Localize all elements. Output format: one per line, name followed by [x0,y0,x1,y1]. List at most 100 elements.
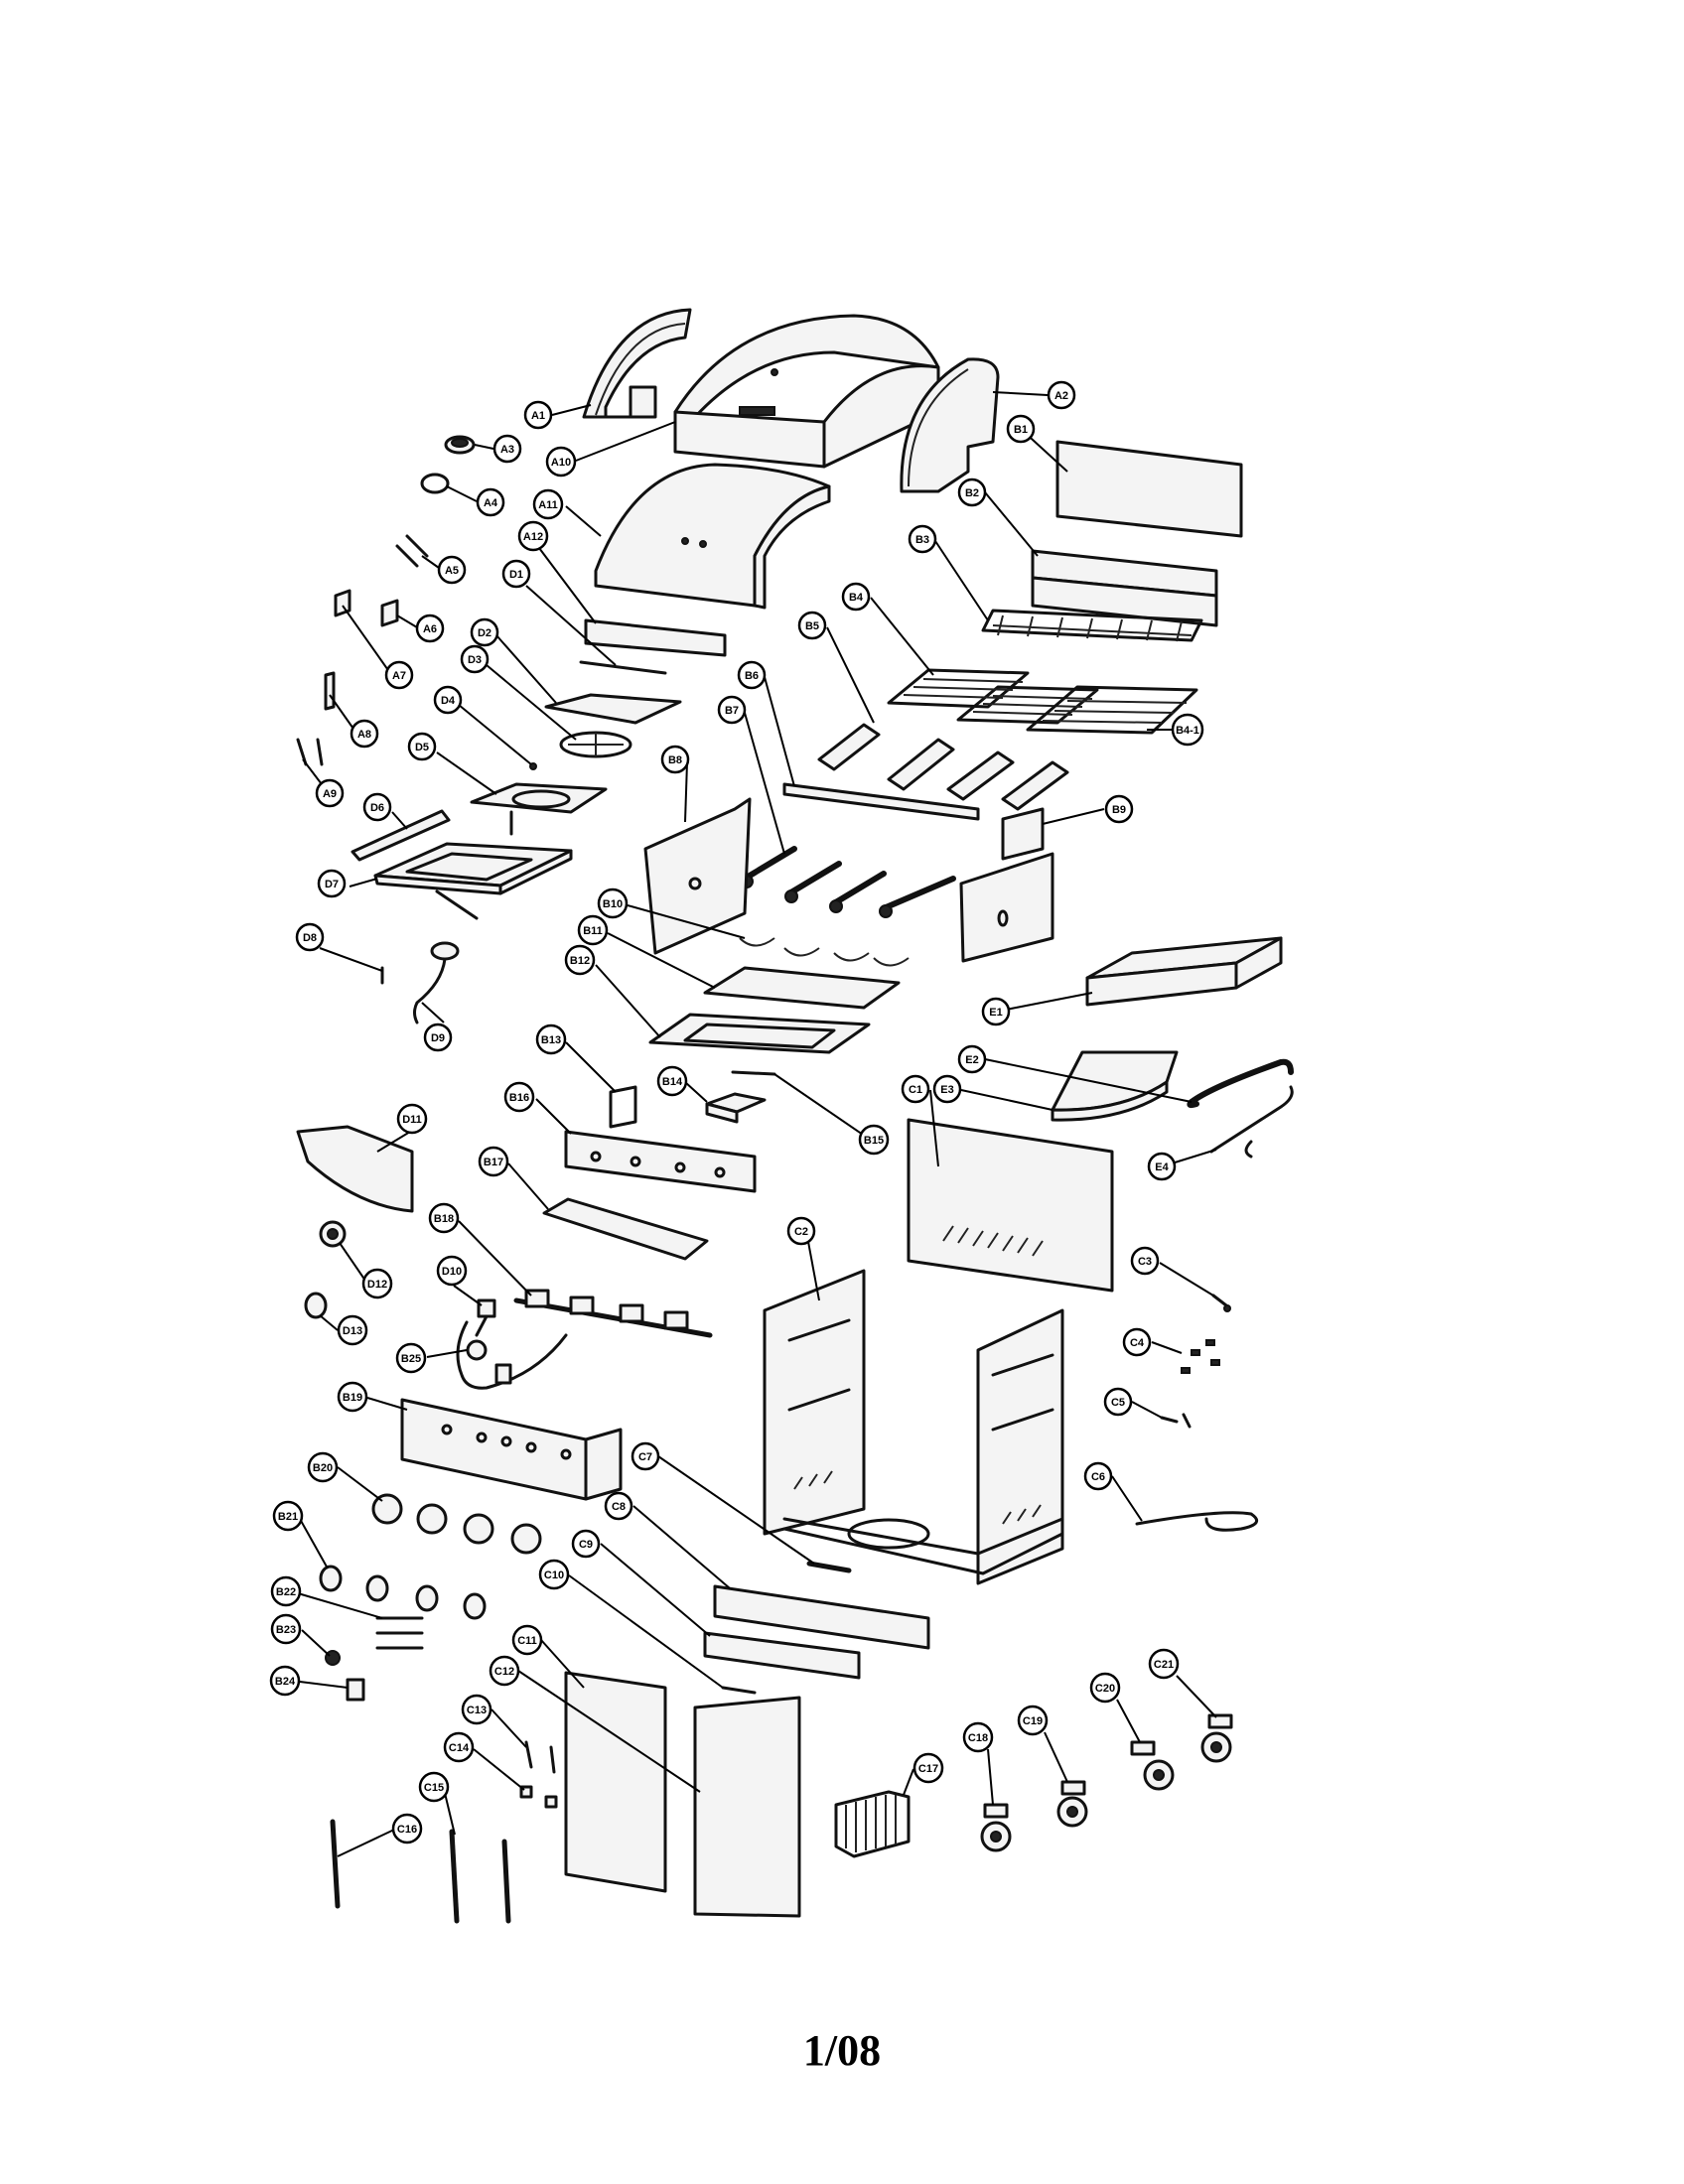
callout-label: D12 [367,1279,387,1291]
callout-c8: C8 [604,1491,633,1521]
part-b1-warming-rack [1055,440,1243,538]
callout-d12: D12 [361,1268,393,1299]
part-c5-hardware [1160,1413,1192,1429]
callout-d1: D1 [501,559,531,589]
part-a2-right-end-cap [900,357,1000,493]
part-b14-grease-cup [705,1092,767,1124]
callout-d10: D10 [436,1255,468,1287]
part-c1-back-panel [907,1118,1114,1293]
part-d6-tube [351,809,451,862]
part-d9-valve [413,941,460,1024]
callout-c3: C3 [1130,1246,1160,1276]
callout-a11: A11 [532,488,564,520]
callout-b17: B17 [478,1146,509,1177]
callout-label: C14 [449,1742,470,1754]
callout-label: C9 [579,1539,593,1551]
part-c2-cart-frame [763,1269,1064,1585]
callout-label: B1 [1014,424,1028,436]
callout-label: A8 [357,729,371,741]
callout-label: C21 [1154,1659,1174,1671]
callout-b24: B24 [269,1665,301,1697]
callout-label: B16 [509,1092,529,1104]
callout-label: C6 [1091,1471,1105,1483]
part-c8-front-rail [713,1584,930,1650]
callout-label: C13 [467,1705,487,1716]
part-a9-bolts [296,738,324,766]
leader-lines [297,391,1217,1857]
callout-label: D8 [303,932,317,944]
part-c16-magnet-strip [330,1819,341,1909]
callout-d13: D13 [337,1314,368,1346]
callout-label: A10 [551,457,571,469]
callout-label: A1 [531,410,545,422]
part-b7-burners [740,846,956,918]
callout-label: C17 [918,1763,938,1775]
callout-label: C20 [1095,1683,1115,1695]
callout-e3: E3 [932,1074,962,1104]
callout-d2: D2 [470,617,499,647]
callout-label: B9 [1112,804,1126,816]
callout-a5: A5 [437,555,467,585]
callout-c21: C21 [1148,1648,1180,1680]
callout-label: B21 [278,1511,298,1523]
part-b17-heat-shield [542,1197,709,1261]
part-b18-manifold [513,1289,713,1338]
callout-label: D10 [442,1266,462,1278]
part-b24-igniter [346,1678,365,1702]
part-c3-screw [1211,1294,1231,1312]
callout-label: D9 [431,1032,445,1044]
part-e3-side-shelf [1051,1050,1179,1122]
part-d3-grate [559,731,632,758]
callout-label: D2 [478,627,491,639]
part-b19-control-panel [400,1398,623,1501]
callout-label: B5 [805,620,819,632]
callout-label: A2 [1054,390,1068,402]
callout-a8: A8 [350,719,379,749]
callout-b11: B11 [577,914,609,946]
part-c18-caster [980,1803,1012,1852]
part-d1-rod [579,660,667,675]
callout-label: C7 [638,1451,652,1463]
callout-d5: D5 [407,732,437,761]
callout-label: B18 [434,1213,454,1225]
callout-label: D4 [441,695,456,707]
callout-e2: E2 [957,1044,987,1074]
part-b5-flavor-bars [817,723,1069,811]
callout-label: B17 [484,1157,503,1168]
callout-c1: C1 [901,1074,930,1104]
callout-a9: A9 [315,778,345,808]
callout-label: B6 [745,670,759,682]
callout-c9: C9 [571,1529,601,1559]
callout-label: C11 [517,1635,537,1647]
callout-c5: C5 [1103,1387,1133,1417]
callout-b15: B15 [858,1124,890,1156]
part-b6-carryover-rail [782,782,980,821]
callout-d8: D8 [295,922,325,952]
part-c21-caster [1200,1713,1233,1763]
callout-label: E2 [965,1054,978,1066]
callout-label: B25 [401,1353,421,1365]
page-number: 1/08 [802,2026,882,2075]
callout-label: D6 [370,802,384,814]
callout-label: B3 [915,534,929,546]
callout-c17: C17 [912,1752,944,1784]
part-b4-1-cooking-grate [1026,685,1198,735]
callout-c20: C20 [1089,1672,1121,1704]
callout-d11: D11 [396,1103,428,1135]
callout-label: A3 [500,444,514,456]
part-d13-bezel [304,1292,328,1319]
callout-label: B4-1 [1176,725,1199,737]
callout-label: B10 [603,898,623,910]
callout-c10: C10 [538,1559,570,1590]
callouts: A1 A2 A3 A4 A5 A6 A7 A8 A9 A10 A11 A12 B… [269,380,1204,1844]
callout-c6: C6 [1083,1461,1113,1491]
callout-label: A6 [423,623,437,635]
callout-c11: C11 [511,1624,543,1656]
callout-label: B2 [965,487,979,499]
callout-a2: A2 [1047,380,1076,410]
callout-c12: C12 [489,1655,520,1687]
part-b22-springs [375,1616,424,1650]
part-b16-front-panel [564,1130,757,1193]
part-d2-cover [544,693,682,725]
